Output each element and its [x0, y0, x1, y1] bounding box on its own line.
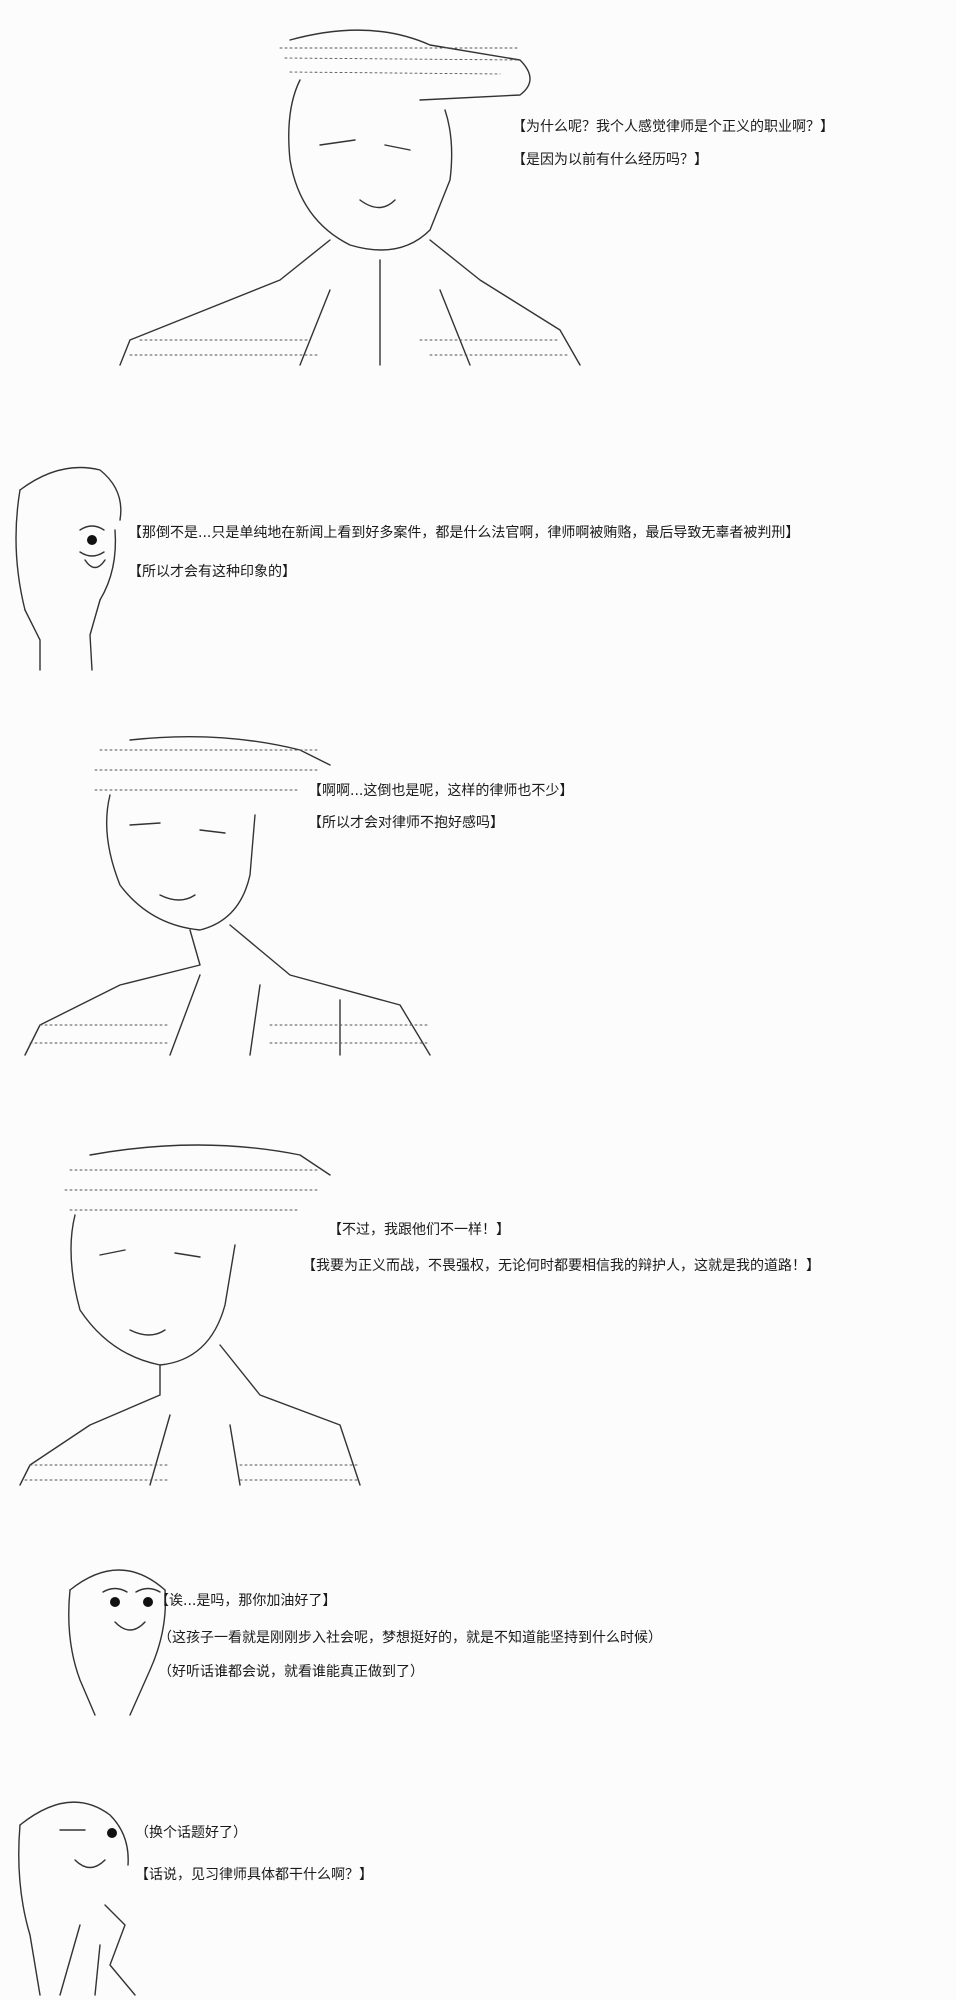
young-man-determined-illustration [19, 1144, 361, 1486]
man-three-quarter-illustration [24, 735, 431, 1056]
dialogue-line: 【啊啊...这倒也是呢，这样的律师也不少】 [308, 783, 574, 799]
two-eyed-character-illustration [68, 1569, 167, 1716]
round-face-character-illustration [15, 466, 122, 671]
dialogue-line: （好听话谁都会说，就看谁能真正做到了） [158, 1664, 424, 1680]
character-glancing-aside-illustration [18, 1801, 136, 1996]
panel-6: （换个话题好了） 【话说，见习律师具体都干什么啊？】 [0, 1775, 956, 2000]
dialogue-line: 【是因为以前有什么经历吗？】 [512, 152, 708, 168]
dialogue-line: （换个话题好了） [135, 1825, 247, 1841]
panel-5: 【诶...是吗，那你加油好了】 （这孩子一看就是刚刚步入社会呢，梦想挺好的，就是… [0, 1550, 956, 1725]
dialogue-line: 【话说，见习律师具体都干什么啊？】 [135, 1867, 373, 1883]
panel-4: 【不过，我跟他们不一样！】 【我要为正义而战，不畏强权，无论何时都要相信我的辩护… [0, 1135, 956, 1495]
dialogue-line: 【所以才会对律师不抱好感吗】 [308, 815, 504, 831]
panel-1: 【为什么呢？我个人感觉律师是个正义的职业啊？】 【是因为以前有什么经历吗？】 [0, 0, 956, 380]
dialogue-line: 【为什么呢？我个人感觉律师是个正义的职业啊？】 [512, 119, 834, 135]
dialogue-line: 【所以才会有这种印象的】 [128, 564, 296, 580]
dialogue-line: 【我要为正义而战，不畏强权，无论何时都要相信我的辩护人，这就是我的道路！】 [302, 1258, 820, 1274]
dialogue-line: （这孩子一看就是刚刚步入社会呢，梦想挺好的，就是不知道能坚持到什么时候） [158, 1630, 662, 1646]
dialogue-line: 【那倒不是...只是单纯地在新闻上看到好多案件，都是什么法官啊，律师啊被贿赂，最… [128, 525, 800, 541]
dialogue-line: 【不过，我跟他们不一样！】 [328, 1222, 510, 1238]
dialogue-line: 【诶...是吗，那你加油好了】 [155, 1593, 337, 1609]
man-in-cap-illustration [119, 29, 581, 366]
panel-3: 【啊啊...这倒也是呢，这样的律师也不少】 【所以才会对律师不抱好感吗】 [0, 725, 956, 1065]
panel-2: 【那倒不是...只是单纯地在新闻上看到好多案件，都是什么法官啊，律师啊被贿赂，最… [0, 460, 956, 700]
